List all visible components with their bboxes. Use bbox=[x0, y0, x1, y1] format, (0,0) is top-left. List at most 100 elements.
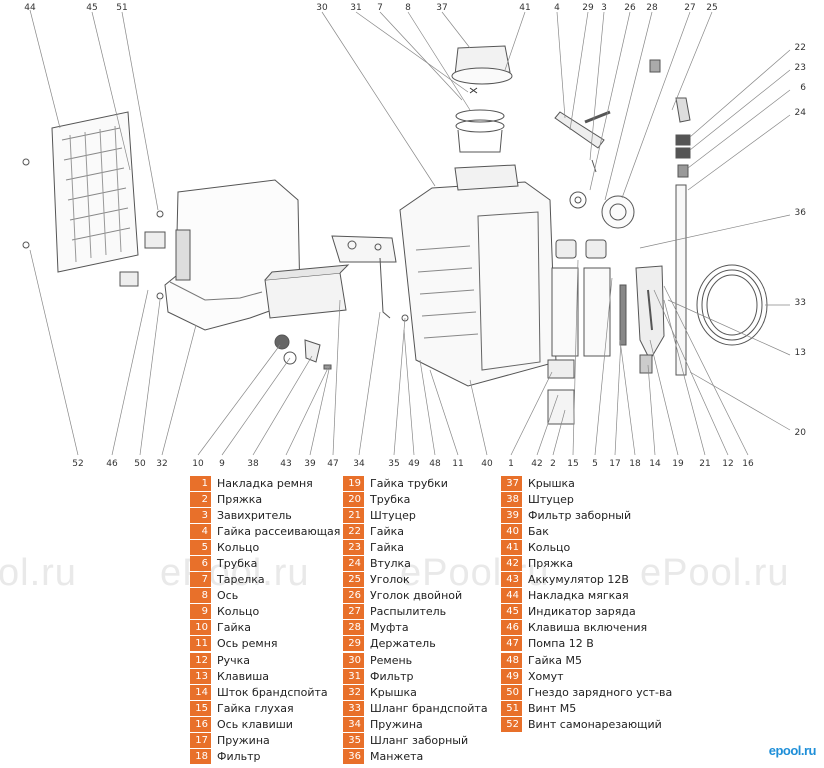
hose-drawing bbox=[696, 264, 768, 346]
legend-number-badge: 39 bbox=[501, 507, 522, 523]
callout-number: 25 bbox=[706, 3, 717, 13]
legend-number-badge: 20 bbox=[343, 491, 364, 507]
legend-part-name: Гайка bbox=[217, 621, 251, 635]
callout-number: 42 bbox=[531, 459, 542, 469]
callout-number: 2 bbox=[550, 459, 556, 469]
legend-part-name: Гайка трубки bbox=[370, 476, 448, 490]
legend-part-name: Аккумулятор 12В bbox=[528, 573, 629, 587]
legend-part-name: Трубка bbox=[370, 492, 411, 506]
legend-row: 9 Кольцо bbox=[190, 604, 340, 620]
callout-number: 35 bbox=[388, 459, 399, 469]
callout-number: 51 bbox=[116, 3, 127, 13]
legend-part-name: Кольцо bbox=[217, 605, 260, 619]
legend-number-badge: 1 bbox=[190, 475, 211, 491]
small-rings-drawing bbox=[274, 334, 332, 370]
callout-number: 33 bbox=[795, 298, 806, 308]
callout-number: 34 bbox=[353, 459, 365, 469]
legend-part-name: Ремень bbox=[370, 653, 413, 667]
legend-number-badge: 16 bbox=[190, 716, 211, 732]
legend-number-badge: 6 bbox=[190, 556, 211, 572]
legend-part-name: Пружина bbox=[217, 734, 270, 748]
legend-part-name: Клавиша bbox=[217, 669, 270, 683]
legend-part-name: Трубка bbox=[217, 557, 258, 571]
legend-part-name: Помпа 12 В bbox=[528, 637, 594, 651]
watermark-text: ol.ru bbox=[0, 552, 77, 594]
callout-number: 27 bbox=[684, 3, 695, 13]
legend-part-name: Шланг брандспойта bbox=[370, 701, 488, 715]
callout-number: 49 bbox=[408, 459, 420, 469]
callout-number: 37 bbox=[436, 3, 447, 13]
legend-part-name: Завихритель bbox=[217, 508, 292, 522]
legend-number-badge: 8 bbox=[190, 588, 211, 604]
legend-row: 1 Накладка ремня bbox=[190, 475, 340, 491]
legend-part-name: Штуцер bbox=[528, 492, 574, 506]
legend-number-badge: 18 bbox=[190, 749, 211, 765]
callout-number: 19 bbox=[672, 459, 684, 469]
legend-part-name: Хомут bbox=[528, 669, 564, 683]
legend-part-name: Гайка глухая bbox=[217, 701, 294, 715]
legend-part-name: Накладка ремня bbox=[217, 476, 313, 490]
legend-number-badge: 50 bbox=[501, 684, 522, 700]
legend-part-name: Тарелка bbox=[217, 573, 265, 587]
legend-part-name: Накладка мягкая bbox=[528, 589, 629, 603]
legend-part-name: Штуцер bbox=[370, 508, 416, 522]
legend-number-badge: 14 bbox=[190, 684, 211, 700]
callout-number: 43 bbox=[280, 459, 291, 469]
callout-number: 28 bbox=[646, 3, 658, 13]
legend-part-name: Гайка М5 bbox=[528, 653, 582, 667]
legend-part-name: Кольцо bbox=[217, 540, 260, 554]
legend-number-badge: 17 bbox=[190, 733, 211, 749]
callout-number: 1 bbox=[508, 459, 514, 469]
callout-number: 36 bbox=[795, 208, 807, 218]
legend-number-badge: 25 bbox=[343, 572, 364, 588]
legend-part-name: Фильтр bbox=[217, 750, 261, 764]
legend-number-badge: 35 bbox=[343, 733, 364, 749]
callout-number: 3 bbox=[601, 3, 607, 13]
legend-row: 17 Пружина bbox=[190, 733, 340, 749]
callout-number: 8 bbox=[405, 3, 411, 13]
legend-part-name: Гайка рассеивающая bbox=[217, 524, 341, 538]
legend-number-badge: 2 bbox=[190, 491, 211, 507]
callout-number: 41 bbox=[519, 3, 530, 13]
callout-number: 48 bbox=[429, 459, 441, 469]
callout-number: 20 bbox=[795, 428, 807, 438]
callout-number: 46 bbox=[106, 459, 118, 469]
legend-number-badge: 9 bbox=[190, 604, 211, 620]
legend-part-name: Держатель bbox=[370, 637, 436, 651]
callout-number: 23 bbox=[795, 63, 806, 73]
legend-part-name: Манжета bbox=[370, 750, 424, 764]
legend-number-badge: 19 bbox=[343, 475, 364, 491]
callout-number: 29 bbox=[582, 3, 594, 13]
callout-number: 24 bbox=[795, 108, 807, 118]
legend-number-badge: 46 bbox=[501, 620, 522, 636]
callout-number: 40 bbox=[481, 459, 493, 469]
legend-part-name: Клавиша включения bbox=[528, 621, 648, 635]
screws-drawing bbox=[22, 158, 164, 300]
legend-number-badge: 11 bbox=[190, 636, 211, 652]
legend-number-badge: 13 bbox=[190, 668, 211, 684]
legend-number-badge: 41 bbox=[501, 539, 522, 555]
legend-number-badge: 4 bbox=[190, 523, 211, 539]
legend-part-name: Крышка bbox=[528, 476, 575, 490]
callout-number: 52 bbox=[72, 459, 83, 469]
callout-number: 6 bbox=[800, 83, 806, 93]
